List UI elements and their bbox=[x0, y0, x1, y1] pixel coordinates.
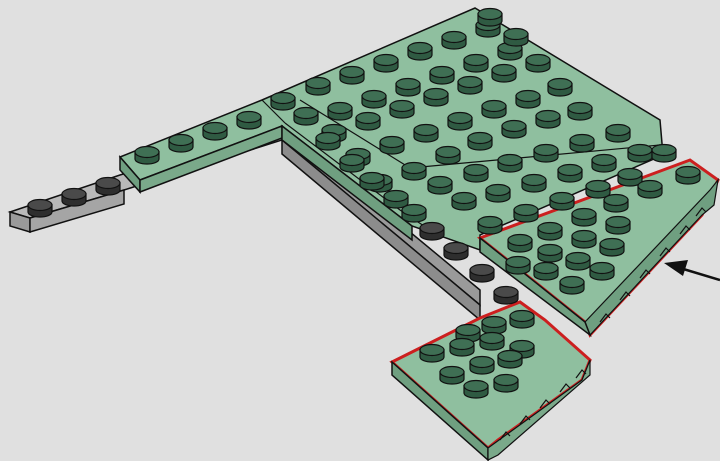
green-stud bbox=[492, 65, 516, 83]
green-stud bbox=[536, 111, 560, 129]
green-stud bbox=[203, 123, 227, 141]
green-stud bbox=[316, 133, 340, 151]
green-stud bbox=[498, 155, 522, 173]
green-stud bbox=[548, 79, 572, 97]
green-stud bbox=[486, 185, 510, 203]
green-stud bbox=[480, 333, 504, 351]
green-stud bbox=[420, 345, 444, 363]
gray-stud bbox=[96, 178, 120, 196]
green-stud bbox=[402, 205, 426, 223]
green-stud bbox=[470, 357, 494, 375]
gray-stud bbox=[470, 265, 494, 283]
green-stud bbox=[464, 165, 488, 183]
arrow-left-icon bbox=[664, 260, 720, 280]
green-stud bbox=[464, 55, 488, 73]
green-stud bbox=[522, 175, 546, 193]
green-stud bbox=[294, 108, 318, 126]
green-stud bbox=[652, 145, 676, 163]
green-stud bbox=[514, 205, 538, 223]
gray-stud bbox=[420, 223, 444, 241]
green-stud bbox=[618, 169, 642, 187]
green-stud bbox=[494, 375, 518, 393]
green-stud bbox=[442, 32, 466, 50]
green-stud bbox=[374, 55, 398, 73]
green-stud bbox=[600, 239, 624, 257]
green-stud bbox=[468, 133, 492, 151]
green-stud bbox=[396, 79, 420, 97]
green-stud bbox=[560, 277, 584, 295]
green-stud bbox=[402, 163, 426, 181]
green-stud bbox=[586, 181, 610, 199]
green-stud bbox=[408, 43, 432, 61]
green-stud bbox=[478, 9, 502, 27]
green-stud bbox=[237, 112, 261, 130]
green-stud bbox=[414, 125, 438, 143]
green-stud bbox=[506, 257, 530, 275]
green-stud bbox=[526, 55, 550, 73]
green-stud bbox=[440, 367, 464, 385]
green-stud bbox=[516, 91, 540, 109]
green-stud bbox=[568, 103, 592, 121]
green-stud bbox=[390, 101, 414, 119]
green-stud bbox=[482, 101, 506, 119]
green-stud bbox=[271, 93, 295, 111]
green-stud bbox=[592, 155, 616, 173]
green-stud bbox=[135, 147, 159, 165]
green-stud bbox=[436, 147, 460, 165]
gray-stud bbox=[62, 189, 86, 207]
green-stud bbox=[356, 113, 380, 131]
green-stud bbox=[478, 217, 502, 235]
green-stud bbox=[450, 339, 474, 357]
green-stud bbox=[590, 263, 614, 281]
green-stud bbox=[572, 231, 596, 249]
green-stud bbox=[502, 121, 526, 139]
green-stud bbox=[428, 177, 452, 195]
gray-stud bbox=[28, 200, 52, 218]
green-stud bbox=[384, 191, 408, 209]
green-stud bbox=[448, 113, 472, 131]
green-stud bbox=[504, 29, 528, 47]
green-stud bbox=[360, 173, 384, 191]
green-stud bbox=[169, 135, 193, 153]
green-stud bbox=[550, 193, 574, 211]
green-stud bbox=[430, 67, 454, 85]
green-stud bbox=[508, 235, 532, 253]
green-stud bbox=[676, 167, 700, 185]
green-stud bbox=[638, 181, 662, 199]
green-stud bbox=[534, 263, 558, 281]
green-stud bbox=[362, 91, 386, 109]
gray-stud bbox=[444, 243, 468, 261]
green-stud bbox=[340, 67, 364, 85]
green-stud bbox=[510, 311, 534, 329]
green-stud bbox=[606, 125, 630, 143]
green-stud bbox=[452, 193, 476, 211]
green-stud bbox=[380, 137, 404, 155]
green-stud bbox=[606, 217, 630, 235]
green-stud bbox=[604, 195, 628, 213]
green-stud bbox=[538, 245, 562, 263]
green-stud bbox=[534, 145, 558, 163]
green-stud bbox=[464, 381, 488, 399]
green-stud bbox=[572, 209, 596, 227]
green-stud bbox=[328, 103, 352, 121]
green-stud bbox=[498, 351, 522, 369]
green-stud bbox=[570, 135, 594, 153]
green-stud bbox=[538, 223, 562, 241]
green-stud bbox=[482, 317, 506, 335]
green-stud bbox=[458, 77, 482, 95]
green-stud bbox=[340, 155, 364, 173]
green-stud bbox=[566, 253, 590, 271]
green-stud bbox=[306, 78, 330, 96]
green-stud bbox=[558, 165, 582, 183]
green-stud bbox=[628, 145, 652, 163]
gray-stud bbox=[494, 287, 518, 305]
green-stud bbox=[424, 89, 448, 107]
